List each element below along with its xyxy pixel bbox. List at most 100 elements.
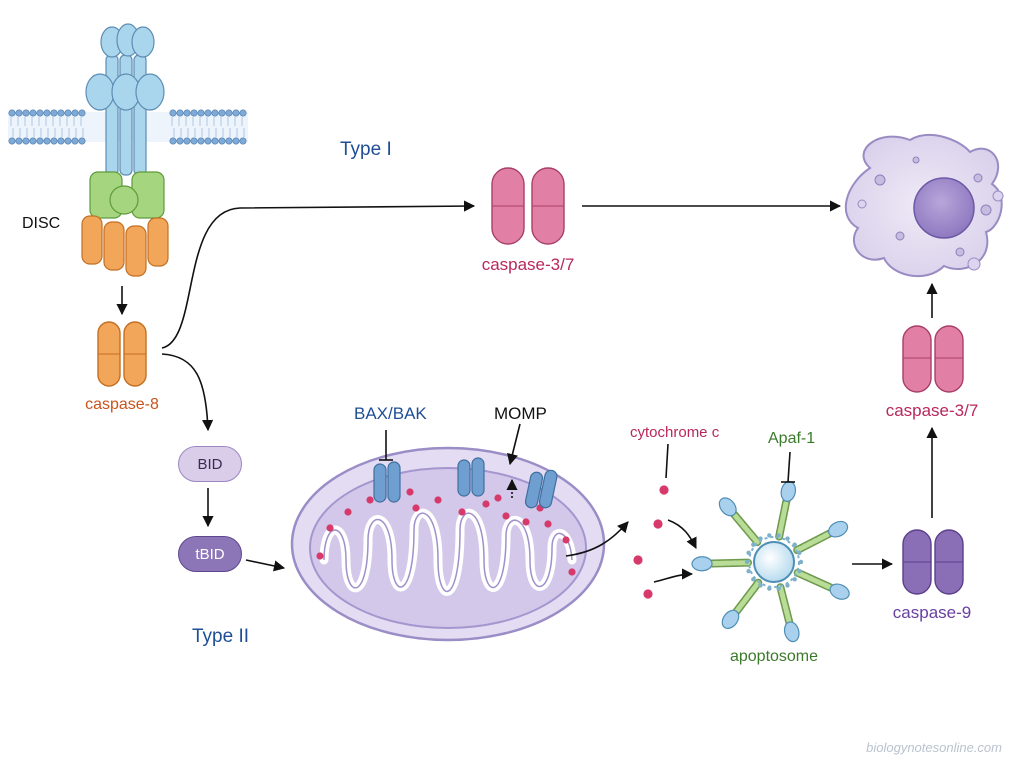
- lipid-head: [239, 137, 247, 145]
- lipid-head: [29, 137, 37, 145]
- momp-label: MOMP: [494, 404, 547, 423]
- bax-bak-pore-1: [373, 461, 401, 503]
- cytochrome-c-dot: [458, 508, 466, 516]
- pathway-arrows: [116, 200, 938, 583]
- disc-receptor-complex: [81, 23, 169, 277]
- lipid-head: [78, 137, 86, 145]
- cytochrome-c-dot: [316, 552, 324, 560]
- lipid-head: [197, 137, 205, 145]
- lipid-head: [190, 109, 198, 117]
- caspase-9-dimer: [902, 529, 964, 595]
- lipid-head: [183, 137, 191, 145]
- cytochrome-c-dot: [482, 500, 490, 508]
- lipid-head: [71, 109, 79, 117]
- watermark: biologynotesonline.com: [866, 740, 1002, 755]
- caspase-9-label: caspase-9: [892, 603, 972, 622]
- arrow-mitochondrion-to-cytochrome-c: [565, 521, 629, 557]
- lipid-head: [232, 109, 240, 117]
- cytochrome-c-dot: [412, 504, 420, 512]
- apaf-1-card-domain: [780, 480, 797, 502]
- cytochrome-c-label: cytochrome c: [630, 424, 720, 441]
- caspase-8-dimer: [97, 321, 147, 387]
- lipid-head: [36, 109, 44, 117]
- lipid-head: [204, 137, 212, 145]
- lipid-head: [211, 109, 219, 117]
- apoptotic-cell: [844, 134, 1004, 277]
- tbid-node: tBID: [178, 536, 242, 572]
- lipid-head: [211, 137, 219, 145]
- arrow-type1-caspase-8-to-caspase-3-7: [161, 200, 476, 349]
- caspase-3-7-right-label: caspase-3/7: [885, 401, 979, 420]
- cytochrome-c-dot: [494, 494, 502, 502]
- lipid-head: [29, 109, 37, 117]
- lipid-head: [50, 137, 58, 145]
- tbid-label: tBID: [195, 545, 225, 563]
- lipid-head: [225, 137, 233, 145]
- lipid-head: [15, 137, 23, 145]
- cytochrome-c-dot: [406, 488, 414, 496]
- lipid-head: [239, 109, 247, 117]
- momp-pointer: [507, 423, 521, 466]
- arrow-cytochrome-to-apoptosome: [667, 519, 697, 550]
- lipid-head: [43, 137, 51, 145]
- apaf-1-card-domain: [783, 621, 800, 643]
- lipid-head: [57, 137, 65, 145]
- bax-bak-pores: [373, 457, 558, 509]
- lipid-head: [57, 109, 65, 117]
- bax-bak-pore-3: [524, 469, 558, 509]
- lipid-head: [218, 109, 226, 117]
- lipid-head: [183, 109, 191, 117]
- baxbak-label: BAX/BAK: [354, 404, 427, 423]
- arrow-type2-caspase-8-to-bid: [161, 353, 214, 432]
- apaf-1-card-domain: [829, 583, 850, 600]
- type-2-label: Type II: [192, 626, 250, 647]
- apaf-1-card-domain: [691, 556, 713, 572]
- caspase-3-7-right-dimer: [902, 325, 964, 393]
- released-cytochrome-c: [633, 485, 669, 599]
- cytochrome-c-pointer: [665, 443, 669, 479]
- cytochrome-c-dot: [653, 519, 663, 529]
- bid-label: BID: [197, 455, 223, 473]
- cytochrome-c-dot: [562, 536, 570, 544]
- caspase-8-label: caspase-8: [85, 396, 159, 413]
- lipid-head: [43, 109, 51, 117]
- cytochrome-c-dot: [522, 518, 530, 526]
- lipid-head: [232, 137, 240, 145]
- lipid-head: [218, 137, 226, 145]
- lipid-head: [50, 109, 58, 117]
- apaf-1-card-domain: [721, 609, 740, 629]
- arrow-cytochrome-to-apoptosome-2: [653, 568, 694, 583]
- lipid-head: [36, 137, 44, 145]
- apaf-1-card-domain: [828, 520, 849, 538]
- lipid-head: [8, 137, 16, 145]
- cytochrome-c-dot: [568, 568, 576, 576]
- apoptosome-label: apoptosome: [729, 648, 819, 665]
- lipid-head: [190, 137, 198, 145]
- lipid-head: [225, 109, 233, 117]
- lipid-head: [8, 109, 16, 117]
- lipid-head: [71, 137, 79, 145]
- lipid-head: [176, 137, 184, 145]
- lipid-head: [64, 137, 72, 145]
- cytochrome-c-dot: [326, 524, 334, 532]
- apaf-1-label: Apaf-1: [768, 430, 816, 447]
- lipid-head: [197, 109, 205, 117]
- lipid-head: [176, 109, 184, 117]
- lipid-head: [15, 109, 23, 117]
- arrow-tbid-to-mitochondrion: [245, 559, 286, 572]
- cytochrome-c-dot: [643, 589, 653, 599]
- apoptosome: [691, 480, 850, 643]
- cytochrome-c-dot: [344, 508, 352, 516]
- lipid-head: [64, 109, 72, 117]
- cytochrome-c-dot: [434, 496, 442, 504]
- apaf-1-card-domain: [718, 497, 737, 517]
- disc-label: DISC: [22, 215, 61, 232]
- caspase-3-7-top-label: caspase-3/7: [481, 255, 575, 274]
- caspase-3-7-top-dimer: [491, 167, 565, 245]
- lipid-head: [22, 137, 30, 145]
- lipid-head: [169, 109, 177, 117]
- type-1-label: Type I: [340, 139, 392, 160]
- bid-node: BID: [178, 446, 242, 482]
- cytochrome-c-dot: [544, 520, 552, 528]
